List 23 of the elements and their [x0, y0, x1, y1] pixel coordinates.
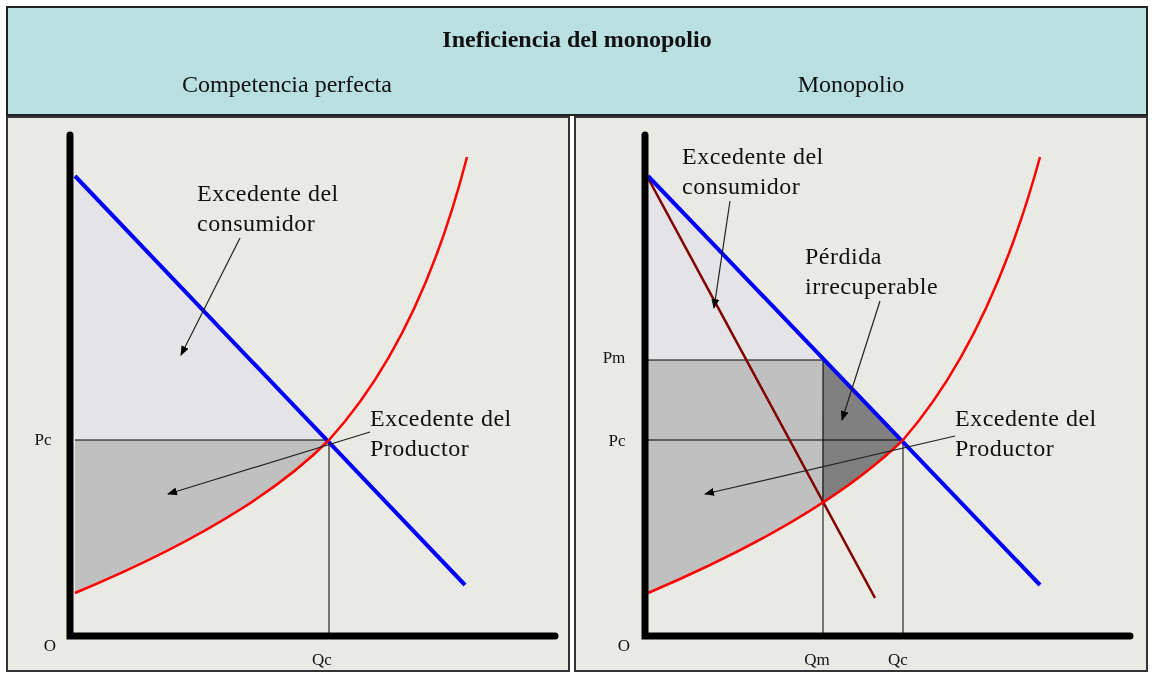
- chart-panel: [574, 116, 1148, 672]
- axis-label: O: [43, 636, 57, 656]
- axis-label: O: [617, 636, 631, 656]
- axis-label: Pc: [34, 430, 52, 450]
- leader-line: [167, 431, 371, 496]
- area-label: Excedente del Productor: [370, 403, 570, 463]
- panel-heading: Monopolio: [797, 70, 905, 98]
- area-label: Excedente del consumidor: [682, 141, 882, 201]
- leader-line: [840, 300, 881, 421]
- axis-label: Pc: [608, 431, 626, 451]
- area-label: Pérdida irrecuperable: [805, 241, 995, 301]
- axis-label: Pm: [602, 348, 626, 368]
- area-label: Excedente del consumidor: [197, 178, 397, 238]
- leader-line: [704, 435, 956, 496]
- chart-panel: [6, 116, 570, 672]
- axis-label: Qm: [804, 650, 830, 670]
- axis-label: Qc: [888, 650, 908, 670]
- area-label: Excedente del Productor: [955, 403, 1145, 463]
- axis-label: Qc: [312, 650, 332, 670]
- diagram-title: Ineficiencia del monopolio: [441, 26, 713, 53]
- panel-heading: Competencia perfecta: [182, 70, 392, 98]
- leader-line: [180, 237, 241, 356]
- leader-line: [711, 200, 731, 309]
